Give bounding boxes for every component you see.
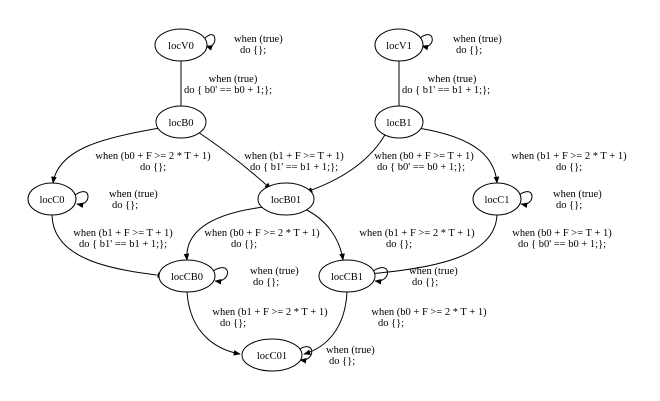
state-label: locB01	[271, 195, 301, 206]
self-loop-guard-locC01: when (true)	[326, 345, 375, 356]
edge-locC1-locCB1	[367, 214, 498, 277]
edge-locB1-locC1	[417, 127, 500, 184]
state-label: locB1	[386, 118, 411, 129]
self-loop-action-locC01: do {};	[329, 356, 355, 367]
edge-guard-locCB1-locC01: when (b0 + F >= 2 * T + 1)	[371, 307, 487, 318]
state-label: locC1	[484, 195, 509, 206]
self-loop-action-locCB0: do {};	[253, 277, 279, 288]
state-label: locC0	[39, 195, 64, 206]
state-label: locC01	[257, 351, 287, 362]
edge-guard-locB01-locCB0: when (b0 + F >= 2 * T + 1)	[204, 228, 320, 239]
state-locV1: locV1	[374, 28, 424, 62]
edge-guard-locB01-locCB1: when (b1 + F >= 2 * T + 1)	[359, 228, 475, 239]
edge-action-locCB1-locC01: do {};	[378, 318, 404, 329]
edge-action-locCB0-locC01: do {};	[220, 318, 246, 329]
state-locB01: locB01	[257, 182, 315, 216]
edge-action-locB0-locB01: do { b1' == b1 + 1;};	[250, 162, 338, 173]
edge-action-locC0-locCB0: do { b1' == b1 + 1;};	[79, 239, 167, 250]
self-loop-locC01	[297, 346, 313, 364]
state-locC1: locC1	[472, 182, 522, 216]
edge-guard-locC1-locCB1: when (b0 + F >= T + 1)	[512, 228, 612, 239]
edge-action-locB01-locCB1: do {};	[386, 239, 412, 250]
edge-guard-locB1-locC1: when (b1 + F >= 2 * T + 1)	[511, 151, 627, 162]
edge-guard-locV0-locB0: when (true)	[209, 74, 258, 85]
self-loop-locC0	[74, 191, 89, 208]
edge-guard-locB0-locB01: when (b1 + F >= T + 1)	[244, 151, 344, 162]
state-locC01: locC01	[241, 338, 303, 372]
self-loop-locCB1	[372, 267, 388, 285]
state-locC0: locC0	[27, 182, 77, 216]
self-loop-locC1	[518, 191, 533, 208]
edge-guard-locV1-locB1: when (true)	[428, 74, 477, 85]
edge-locB0-locB01	[197, 131, 272, 190]
state-locB1: locB1	[374, 105, 424, 139]
edge-action-locV0-locB0: do { b0' == b0 + 1;};	[184, 85, 272, 96]
state-locV0: locV0	[154, 28, 208, 62]
edge-guard-locB0-locC0: when (b0 + F >= 2 * T + 1)	[95, 151, 211, 162]
self-loop-guard-locCB0: when (true)	[250, 266, 299, 277]
self-loop-action-locV1: do {};	[456, 45, 482, 56]
self-loop-action-locV0: do {};	[240, 45, 266, 56]
edge-action-locB1-locB01: do { b0' == b0 + 1;};	[377, 162, 465, 173]
edge-action-locB01-locCB0: do {};	[231, 239, 257, 250]
state-label: locV0	[168, 41, 194, 52]
self-loop-action-locCB1: do {};	[412, 277, 438, 288]
state-locCB0: locCB0	[158, 259, 216, 293]
state-label: locCB0	[171, 272, 203, 283]
edge-locB0-locC0	[51, 127, 161, 184]
state-label: locCB1	[331, 272, 363, 283]
self-loop-guard-locC0: when (true)	[109, 189, 158, 200]
edge-locB01-locCB0	[183, 206, 265, 261]
self-loop-guard-locCB1: when (true)	[409, 266, 458, 277]
edge-guard-locCB0-locC01: when (b1 + F >= 2 * T + 1)	[212, 307, 328, 318]
state-locCB1: locCB1	[318, 259, 376, 293]
edge-locCB0-locC01	[186, 291, 241, 356]
state-locB0: locB0	[155, 105, 207, 139]
edge-action-locB0-locC0: do {};	[140, 162, 166, 173]
edge-locCB1-locC01	[303, 291, 348, 355]
edge-locB1-locB01	[305, 132, 387, 193]
edge-action-locV1-locB1: do { b1' == b1 + 1;};	[402, 85, 490, 96]
edge-guard-locC0-locCB0: when (b1 + F >= T + 1)	[73, 228, 173, 239]
edge-action-locB1-locC1: do {};	[556, 162, 582, 173]
edge-locC0-locCB0	[51, 214, 165, 278]
self-loop-guard-locV1: when (true)	[453, 34, 502, 45]
self-loop-guard-locC1: when (true)	[553, 189, 602, 200]
self-loop-guard-locV0: when (true)	[234, 34, 283, 45]
self-loop-action-locC0: do {};	[112, 200, 138, 211]
edge-guard-locB1-locB01: when (b0 + F >= T + 1)	[374, 151, 474, 162]
self-loop-action-locC1: do {};	[556, 200, 582, 211]
edge-locB01-locCB1	[302, 207, 345, 261]
state-label: locV1	[386, 41, 412, 52]
edge-action-locC1-locCB1: do { b0' == b0 + 1;};	[518, 239, 606, 250]
self-loop-locV0	[204, 34, 216, 51]
self-loop-locV1	[419, 34, 433, 51]
state-label: locB0	[168, 118, 193, 129]
self-loop-locCB0	[212, 267, 228, 285]
